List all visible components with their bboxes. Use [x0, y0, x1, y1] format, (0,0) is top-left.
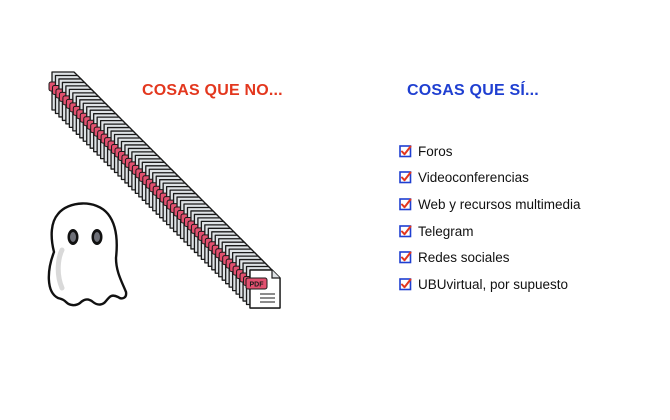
list-item: Foros	[399, 138, 581, 165]
list-item-label: Telegram	[418, 223, 474, 239]
list-item: Web y recursos multimedia	[399, 191, 581, 218]
list-item-label: UBUvirtual, por supuesto	[418, 276, 569, 292]
checked-box-icon	[399, 171, 412, 184]
list-item-label: Foros	[418, 143, 453, 159]
cosas-que-no-heading: COSAS QUE NO...	[142, 82, 283, 99]
list-item-label: Web y recursos multimedia	[418, 196, 581, 212]
list-item: Redes sociales	[399, 244, 581, 271]
allowed-tools-list: Foros Videoconferencias Web y recursos m…	[399, 138, 581, 298]
checked-box-icon	[399, 251, 412, 264]
list-item-label: Redes sociales	[418, 250, 510, 266]
checked-box-icon	[399, 198, 412, 211]
list-item: UBUvirtual, por supuesto	[399, 271, 581, 298]
checked-box-icon	[399, 277, 412, 291]
pdf-label: PDF	[250, 282, 265, 289]
list-item: Telegram	[399, 218, 581, 245]
list-item: Videoconferencias	[399, 165, 581, 192]
checked-box-icon	[399, 144, 412, 158]
pdf-page-front: PDF	[245, 269, 281, 309]
checked-box-icon	[399, 224, 412, 237]
list-item-label: Videoconferencias	[418, 170, 529, 186]
cosas-que-si-heading: COSAS QUE SÍ...	[407, 82, 539, 99]
